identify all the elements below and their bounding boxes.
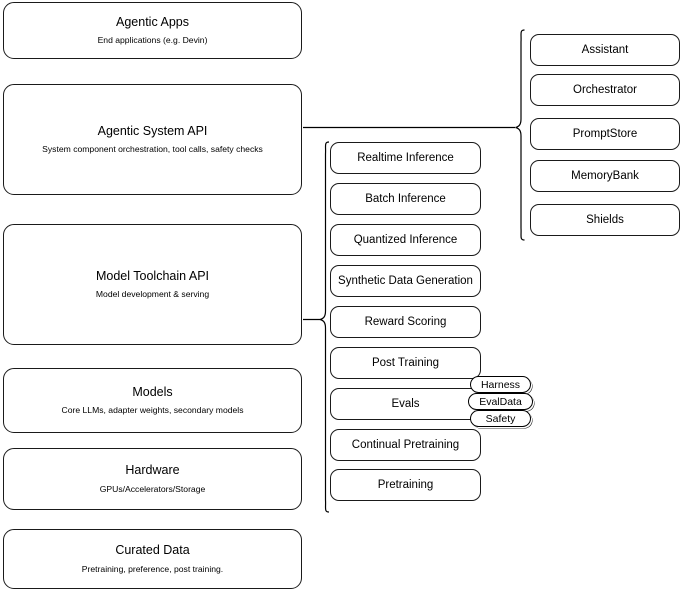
component-box-post-training[interactable]: Post Training [330, 347, 481, 379]
component-label: Reward Scoring [364, 315, 447, 328]
layer-subtitle: System component orchestration, tool cal… [42, 144, 263, 155]
component-label: Pretraining [377, 478, 434, 491]
component-label: PromptStore [572, 127, 638, 140]
eval-tag-label: Harness [480, 378, 521, 391]
component-box-shields[interactable]: Shields [530, 204, 680, 236]
layer-title: Model Toolchain API [95, 268, 210, 283]
component-label: Orchestrator [573, 83, 637, 96]
layer-subtitle: Core LLMs, adapter weights, secondary mo… [61, 405, 244, 416]
component-box-assistant[interactable]: Assistant [530, 34, 680, 66]
layer-box-agentic-system-api[interactable]: Agentic System API System component orch… [3, 84, 302, 195]
component-box-reward-scoring[interactable]: Reward Scoring [330, 306, 481, 338]
component-label: Assistant [581, 43, 629, 56]
layer-box-hardware[interactable]: Hardware GPUs/Accelerators/Storage [3, 448, 302, 510]
component-label: Quantized Inference [353, 233, 458, 246]
component-box-batch-inference[interactable]: Batch Inference [330, 183, 481, 215]
layer-box-model-toolchain-api[interactable]: Model Toolchain API Model development & … [3, 224, 302, 345]
layer-box-agentic-apps[interactable]: Agentic Apps End applications (e.g. Devi… [3, 2, 302, 59]
layer-title: Agentic Apps [116, 14, 189, 29]
component-label: Continual Pretraining [351, 438, 460, 451]
brace-toolchain-components [303, 141, 330, 513]
component-box-synthetic-data-generation[interactable]: Synthetic Data Generation [330, 265, 481, 297]
layer-subtitle: End applications (e.g. Devin) [97, 35, 208, 46]
layer-title: Curated Data [115, 543, 190, 558]
layer-title: Agentic System API [97, 123, 208, 138]
eval-tag-label: Safety [485, 412, 516, 425]
component-box-evals[interactable]: Evals [330, 388, 481, 420]
component-box-promptstore[interactable]: PromptStore [530, 118, 680, 150]
component-label: Synthetic Data Generation [338, 274, 473, 287]
layer-box-curated-data[interactable]: Curated Data Pretraining, preference, po… [3, 529, 302, 589]
layer-title: Models [132, 384, 173, 399]
component-box-realtime-inference[interactable]: Realtime Inference [330, 142, 481, 174]
eval-tag-evaldata[interactable]: EvalData [468, 393, 533, 410]
layer-title: Hardware [125, 463, 180, 478]
layer-subtitle: Model development & serving [95, 289, 210, 300]
brace-system-components [515, 29, 525, 241]
component-label: Batch Inference [365, 192, 446, 205]
layer-subtitle: Pretraining, preference, post training. [81, 563, 224, 574]
component-box-orchestrator[interactable]: Orchestrator [530, 74, 680, 106]
component-box-quantized-inference[interactable]: Quantized Inference [330, 224, 481, 256]
layer-subtitle: GPUs/Accelerators/Storage [99, 483, 206, 494]
component-box-memorybank[interactable]: MemoryBank [530, 160, 680, 192]
component-label: MemoryBank [571, 169, 639, 182]
eval-tag-harness[interactable]: Harness [470, 376, 531, 393]
component-label: Post Training [371, 356, 440, 369]
component-label: Shields [586, 213, 624, 226]
component-label: Realtime Inference [357, 151, 454, 164]
eval-tag-label: EvalData [479, 395, 522, 408]
layer-box-models[interactable]: Models Core LLMs, adapter weights, secon… [3, 368, 302, 433]
component-label: Evals [391, 397, 420, 410]
eval-tag-safety[interactable]: Safety [470, 410, 531, 427]
component-box-pretraining[interactable]: Pretraining [330, 469, 481, 501]
component-box-continual-pretraining[interactable]: Continual Pretraining [330, 429, 481, 461]
